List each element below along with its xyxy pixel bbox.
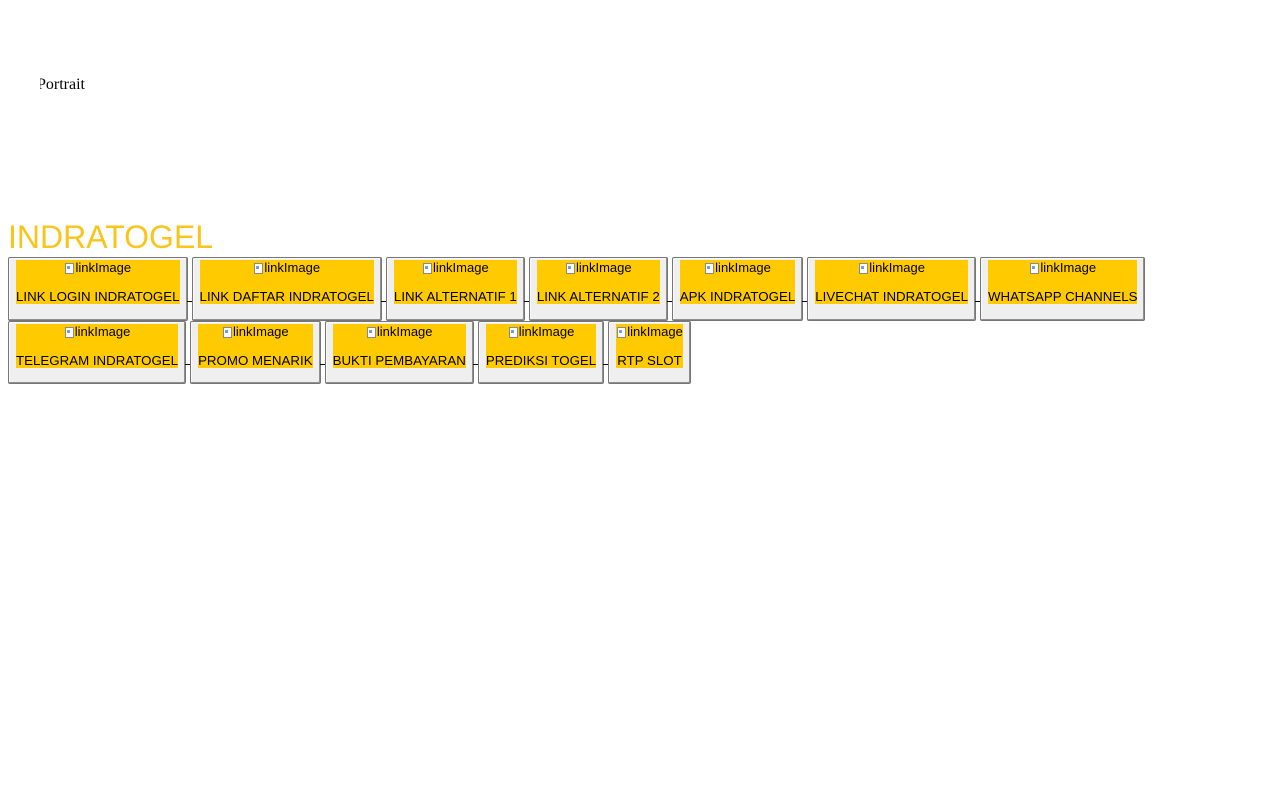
broken-image-icon <box>222 326 232 338</box>
button-highlight: linkImage WHATSAPP CHANNELS <box>987 260 1138 304</box>
link-image: linkImage <box>422 260 489 276</box>
button-highlight: linkImage APK INDRATOGEL <box>679 260 796 304</box>
broken-image-icon <box>366 326 376 338</box>
link-image: linkImage <box>616 324 683 340</box>
button-row-2: linkImage TELEGRAM INDRATOGEL linkImage … <box>8 321 695 384</box>
link-image-alt: linkImage <box>715 260 771 275</box>
broken-image-icon <box>508 326 518 338</box>
button-highlight: linkImage TELEGRAM INDRATOGEL <box>16 324 179 368</box>
button-row-1: linkImage LINK LOGIN INDRATOGEL linkImag… <box>8 257 1149 321</box>
whatsapp-channels-button[interactable]: linkImage WHATSAPP CHANNELS <box>979 257 1146 321</box>
broken-image-icon <box>64 326 74 338</box>
link-image-alt: linkImage <box>75 260 132 275</box>
button-label: PROMO MENARIK <box>198 353 313 368</box>
telegram-button[interactable]: linkImage TELEGRAM INDRATOGEL <box>8 321 191 384</box>
link-image: linkImage <box>253 260 320 276</box>
broken-image-icon <box>616 326 627 338</box>
link-image-alt: linkImage <box>627 324 683 339</box>
promo-button[interactable]: linkImage PROMO MENARIK <box>190 321 325 384</box>
button-highlight: linkImage LINK DAFTAR INDRATOGEL <box>199 260 374 304</box>
link-image-alt: linkImage <box>74 324 131 339</box>
link-image: linkImage <box>565 260 632 276</box>
broken-image-icon <box>565 262 575 274</box>
link-image: linkImage <box>222 324 289 340</box>
bukti-pembayaran-button[interactable]: linkImage BUKTI PEMBAYARAN <box>324 321 479 384</box>
link-image-alt: linkImage <box>433 260 489 275</box>
button-label: LINK DAFTAR INDRATOGEL <box>199 289 374 304</box>
button-label: TELEGRAM INDRATOGEL <box>16 353 179 368</box>
button-highlight: linkImage RTP SLOT <box>616 324 683 368</box>
broken-image-icon <box>1029 262 1040 274</box>
broken-image-icon <box>253 262 264 274</box>
link-image: linkImage <box>1029 260 1096 276</box>
button-highlight: linkImage LINK LOGIN INDRATOGEL <box>16 260 180 304</box>
broken-image-icon <box>704 262 715 274</box>
link-image-alt: linkImage <box>376 324 433 339</box>
button-label: LINK LOGIN INDRATOGEL <box>16 289 180 304</box>
link-image-alt: linkImage <box>518 324 575 339</box>
button-highlight: linkImage PROMO MENARIK <box>198 324 313 368</box>
link-image: linkImage <box>64 324 131 340</box>
link-alternatif-1-button[interactable]: linkImage LINK ALTERNATIF 1 <box>385 257 529 321</box>
link-image: linkImage <box>858 260 925 276</box>
rtp-slot-button[interactable]: linkImage RTP SLOT <box>608 321 691 384</box>
broken-image-icon <box>64 262 75 274</box>
button-highlight: linkImage BUKTI PEMBAYARAN <box>332 324 466 368</box>
link-image: linkImage <box>366 324 433 340</box>
portrait-alt-text: Portrait <box>40 76 85 93</box>
button-highlight: linkImage LINK ALTERNATIF 1 <box>393 260 517 304</box>
link-image-alt: linkImage <box>264 260 321 275</box>
link-image: linkImage <box>508 324 575 340</box>
prediksi-togel-button[interactable]: linkImage PREDIKSI TOGEL <box>477 321 609 384</box>
livechat-button[interactable]: linkImage LIVECHAT INDRATOGEL <box>807 257 980 321</box>
broken-image-icon <box>422 262 433 274</box>
button-highlight: linkImage LIVECHAT INDRATOGEL <box>815 260 968 304</box>
portrait-image: Portrait <box>40 76 85 94</box>
button-label: WHATSAPP CHANNELS <box>987 289 1138 304</box>
link-login-button[interactable]: linkImage LINK LOGIN INDRATOGEL <box>8 257 192 321</box>
button-label: LIVECHAT INDRATOGEL <box>815 289 968 304</box>
button-label: PREDIKSI TOGEL <box>485 353 597 368</box>
link-image-alt: linkImage <box>869 260 925 275</box>
broken-image-icon <box>858 262 869 274</box>
link-image: linkImage <box>704 260 771 276</box>
link-image-alt: linkImage <box>1040 260 1097 275</box>
button-label: RTP SLOT <box>617 353 682 368</box>
link-image-alt: linkImage <box>575 260 632 275</box>
button-label: APK INDRATOGEL <box>679 289 796 304</box>
button-label: LINK ALTERNATIF 1 <box>393 289 517 304</box>
link-daftar-button[interactable]: linkImage LINK DAFTAR INDRATOGEL <box>191 257 387 321</box>
link-alternatif-2-button[interactable]: linkImage LINK ALTERNATIF 2 <box>528 257 672 321</box>
button-highlight: linkImage LINK ALTERNATIF 2 <box>536 260 660 304</box>
apk-button[interactable]: linkImage APK INDRATOGEL <box>671 257 807 321</box>
link-image: linkImage <box>64 260 131 276</box>
site-title: INDRATOGEL <box>8 219 214 255</box>
button-label: BUKTI PEMBAYARAN <box>332 353 466 368</box>
button-label: LINK ALTERNATIF 2 <box>536 289 660 304</box>
link-image-alt: linkImage <box>233 324 289 339</box>
button-highlight: linkImage PREDIKSI TOGEL <box>485 324 597 368</box>
